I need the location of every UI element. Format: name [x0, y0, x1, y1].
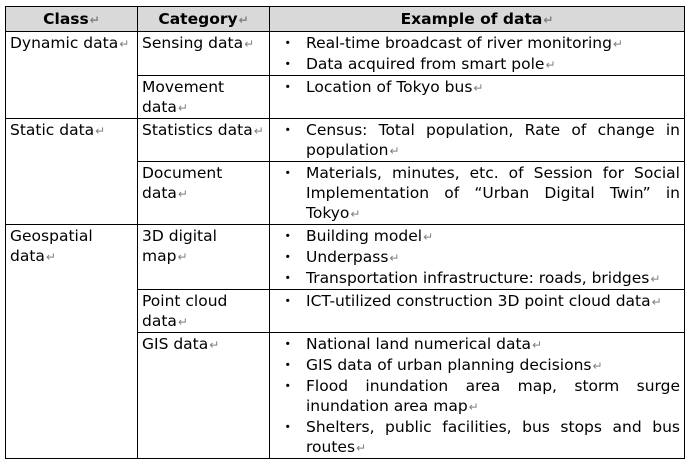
- table-row: Movement data↵ ・Location of Tokyo bus↵: [6, 75, 685, 119]
- return-mark-icon: ↵: [177, 101, 188, 115]
- bullet-icon: ・: [280, 335, 296, 353]
- return-mark-icon: ↵: [356, 441, 367, 455]
- return-mark-icon: ↵: [545, 58, 556, 72]
- return-mark-icon: ↵: [592, 359, 603, 373]
- return-mark-icon: ↵: [389, 251, 400, 265]
- return-mark-icon: ↵: [543, 12, 554, 27]
- bullet-icon: ・: [280, 356, 296, 374]
- table-row: Dynamic data↵Sensing data↵ ・Real-time bro…: [5, 31, 685, 119]
- list-item: ・Materials, minutes, etc. of Session for…: [280, 164, 680, 222]
- return-mark-icon: ↵: [253, 124, 264, 138]
- return-mark-icon: ↵: [532, 338, 543, 352]
- class-cell: Dynamic data↵: [5, 31, 138, 119]
- list-item: ・Flood inundation area map, storm surge …: [280, 377, 680, 415]
- example-list: ・Materials, minutes, etc. of Session for…: [274, 163, 680, 224]
- bullet-icon: ・: [280, 292, 296, 310]
- example-cell: ・National land numerical data↵ ・GIS data …: [269, 332, 685, 459]
- bullet-icon: ・: [280, 164, 296, 182]
- table-row: Static data↵Statistics data↵ ・Census: Tot…: [5, 118, 685, 225]
- return-mark-icon: ↵: [350, 207, 361, 221]
- return-mark-icon: ↵: [468, 400, 479, 414]
- category-cell: Sensing data↵: [137, 31, 270, 76]
- class-cell: Geospatial data↵: [5, 224, 138, 459]
- list-item: ・Building model↵: [280, 227, 434, 245]
- list-item: ・Data acquired from smart pole↵: [280, 55, 556, 73]
- return-mark-icon: ↵: [177, 187, 188, 201]
- return-mark-icon: ↵: [650, 272, 661, 286]
- example-list: ・ICT-utilized construction 3D point clou…: [274, 291, 680, 312]
- table-row: Geospatial data↵3D digital map↵・Building…: [5, 224, 685, 459]
- list-item: ・Transportation infrastructure: roads, b…: [280, 269, 661, 287]
- return-mark-icon: ↵: [473, 81, 484, 95]
- return-mark-icon: ↵: [651, 295, 662, 309]
- list-item: ・Shelters, public facilities, bus stops …: [280, 418, 680, 456]
- return-mark-icon: ↵: [244, 37, 255, 51]
- example-list: ・Location of Tokyo bus↵: [274, 77, 680, 98]
- example-cell: ・Building model↵ ・Underpass↵ ・Transportati…: [269, 224, 685, 290]
- bullet-icon: ・: [280, 418, 296, 436]
- table-row: Point cloud data↵ ・ICT-utilized construct…: [6, 289, 685, 333]
- return-mark-icon: ↵: [119, 37, 130, 51]
- return-mark-icon: ↵: [45, 250, 56, 264]
- list-item: ・Underpass↵: [280, 248, 400, 266]
- return-mark-icon: ↵: [612, 37, 623, 51]
- return-mark-icon: ↵: [177, 315, 188, 329]
- list-item: ・National land numerical data↵: [280, 335, 543, 353]
- class-cell: Static data↵: [5, 118, 138, 225]
- table-row: Document data↵・Materials, minutes, etc. …: [6, 161, 685, 225]
- return-mark-icon: ↵: [89, 12, 100, 27]
- bullet-icon: ・: [280, 377, 296, 395]
- return-mark-icon: ↵: [95, 124, 106, 138]
- return-mark-icon: ↵: [177, 250, 188, 264]
- header-class: Class↵: [5, 6, 138, 32]
- list-item: ・Location of Tokyo bus↵: [280, 78, 484, 96]
- example-list: ・Real-time broadcast of river monitoring…: [274, 33, 680, 75]
- header-example: Example of data↵: [269, 6, 685, 32]
- return-mark-icon: ↵: [423, 230, 434, 244]
- category-cell: GIS data↵: [137, 332, 270, 459]
- table-body: Dynamic data↵Sensing data↵ ・Real-time bro…: [5, 31, 685, 459]
- bullet-icon: ・: [280, 121, 296, 139]
- example-cell: ・Real-time broadcast of river monitoring…: [269, 31, 685, 76]
- bullet-icon: ・: [280, 55, 296, 73]
- category-cell: 3D digital map↵: [137, 224, 270, 290]
- bullet-icon: ・: [280, 78, 296, 96]
- category-cell: Movement data↵: [137, 75, 270, 119]
- list-item: ・Census: Total population, Rate of chang…: [280, 121, 680, 159]
- list-item: ・ICT-utilized construction 3D point clou…: [280, 292, 662, 310]
- header-category: Category↵: [137, 6, 270, 32]
- example-cell: ・Location of Tokyo bus↵: [269, 75, 685, 119]
- example-list: ・Census: Total population, Rate of chang…: [274, 120, 680, 161]
- bullet-icon: ・: [280, 248, 296, 266]
- data-classification-table: Class↵ Category↵ Example of data↵ Dynami…: [5, 6, 685, 459]
- table-row: GIS data↵・National land numerical data↵・…: [6, 332, 685, 459]
- example-cell: ・Materials, minutes, etc. of Session for…: [269, 161, 685, 225]
- example-cell: ・ICT-utilized construction 3D point clou…: [269, 289, 685, 333]
- example-list: ・National land numerical data↵ ・GIS data …: [274, 334, 680, 458]
- return-mark-icon: ↵: [389, 144, 400, 158]
- list-item: ・GIS data of urban planning decisions↵: [280, 356, 603, 374]
- category-cell: Point cloud data↵: [137, 289, 270, 333]
- example-list: ・Building model↵ ・Underpass↵ ・Transportati…: [274, 226, 680, 289]
- return-mark-icon: ↵: [238, 12, 249, 27]
- example-cell: ・Census: Total population, Rate of chang…: [269, 118, 685, 162]
- header-row: Class↵ Category↵ Example of data↵: [5, 6, 685, 32]
- bullet-icon: ・: [280, 34, 296, 52]
- bullet-icon: ・: [280, 269, 296, 287]
- list-item: ・Real-time broadcast of river monitoring…: [280, 34, 623, 52]
- category-cell: Document data↵: [137, 161, 270, 225]
- return-mark-icon: ↵: [209, 338, 220, 352]
- bullet-icon: ・: [280, 227, 296, 245]
- category-cell: Statistics data↵: [137, 118, 270, 162]
